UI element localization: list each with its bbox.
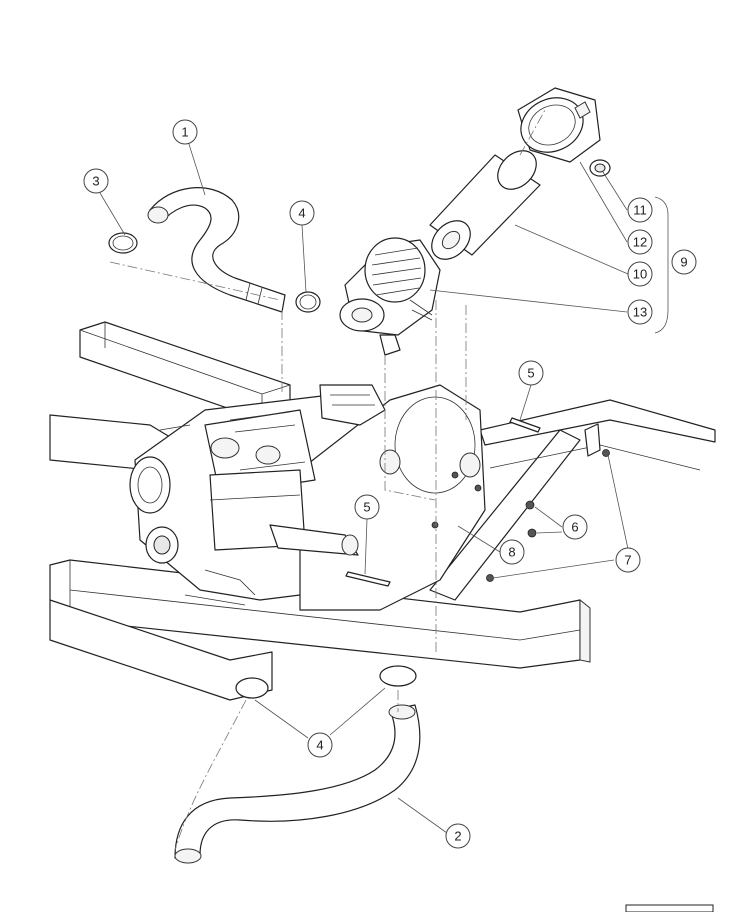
callout-3: 3 xyxy=(83,168,109,194)
callout-11: 11 xyxy=(627,197,653,223)
evacuator-valve xyxy=(589,159,611,177)
callout-label: 9 xyxy=(680,255,687,270)
intake-hose-upper xyxy=(147,187,286,313)
callout-label: 6 xyxy=(571,520,578,535)
bolt-5-lower xyxy=(345,571,391,587)
engine-block xyxy=(129,384,486,611)
callout-label: 3 xyxy=(92,174,99,189)
callout-7: 7 xyxy=(615,547,641,573)
callout-10: 10 xyxy=(627,261,653,287)
callout-label: 12 xyxy=(633,235,647,250)
callout-label: 11 xyxy=(633,203,647,218)
callout-8: 8 xyxy=(499,539,525,565)
callout-9: 9 xyxy=(671,249,697,275)
leader-lines xyxy=(99,140,669,834)
callout-label: 2 xyxy=(454,829,461,844)
callout-label: 7 xyxy=(624,553,631,568)
intake-hose-lower xyxy=(174,704,421,864)
hose-clamp-4-lower xyxy=(235,665,417,699)
callout-label: 5 xyxy=(363,500,370,515)
callout-13: 13 xyxy=(627,299,653,325)
bolt-6 xyxy=(525,500,537,538)
callout-4-lower: 4 xyxy=(307,732,333,758)
hose-clamp-4-upper xyxy=(295,291,321,313)
callout-label: 13 xyxy=(633,305,647,320)
callout-2: 2 xyxy=(445,823,471,849)
callout-label: 4 xyxy=(298,206,305,221)
hose-clamp-3 xyxy=(108,232,138,254)
reference-box xyxy=(625,904,714,912)
callout-label: 1 xyxy=(181,125,188,140)
callout-12: 12 xyxy=(627,229,653,255)
bolt-5-upper xyxy=(509,417,541,433)
frame-chassis xyxy=(49,321,716,701)
phantom-lines xyxy=(109,109,546,851)
callout-5-upper: 5 xyxy=(518,360,544,386)
air-cleaner-assembly xyxy=(339,237,441,356)
callouts: 1 2 3 4 4 5 5 6 xyxy=(83,119,697,849)
callout-4-upper: 4 xyxy=(289,200,315,226)
callout-label: 10 xyxy=(633,267,647,282)
callout-6: 6 xyxy=(562,514,588,540)
nut-7 xyxy=(486,423,610,582)
callout-label: 4 xyxy=(316,738,323,753)
callout-5-lower: 5 xyxy=(354,494,380,520)
callout-label: 8 xyxy=(508,545,515,560)
filter-element xyxy=(429,150,541,260)
callout-label: 5 xyxy=(527,366,534,381)
air-cleaner-cover xyxy=(517,87,601,163)
callout-1: 1 xyxy=(172,119,198,145)
